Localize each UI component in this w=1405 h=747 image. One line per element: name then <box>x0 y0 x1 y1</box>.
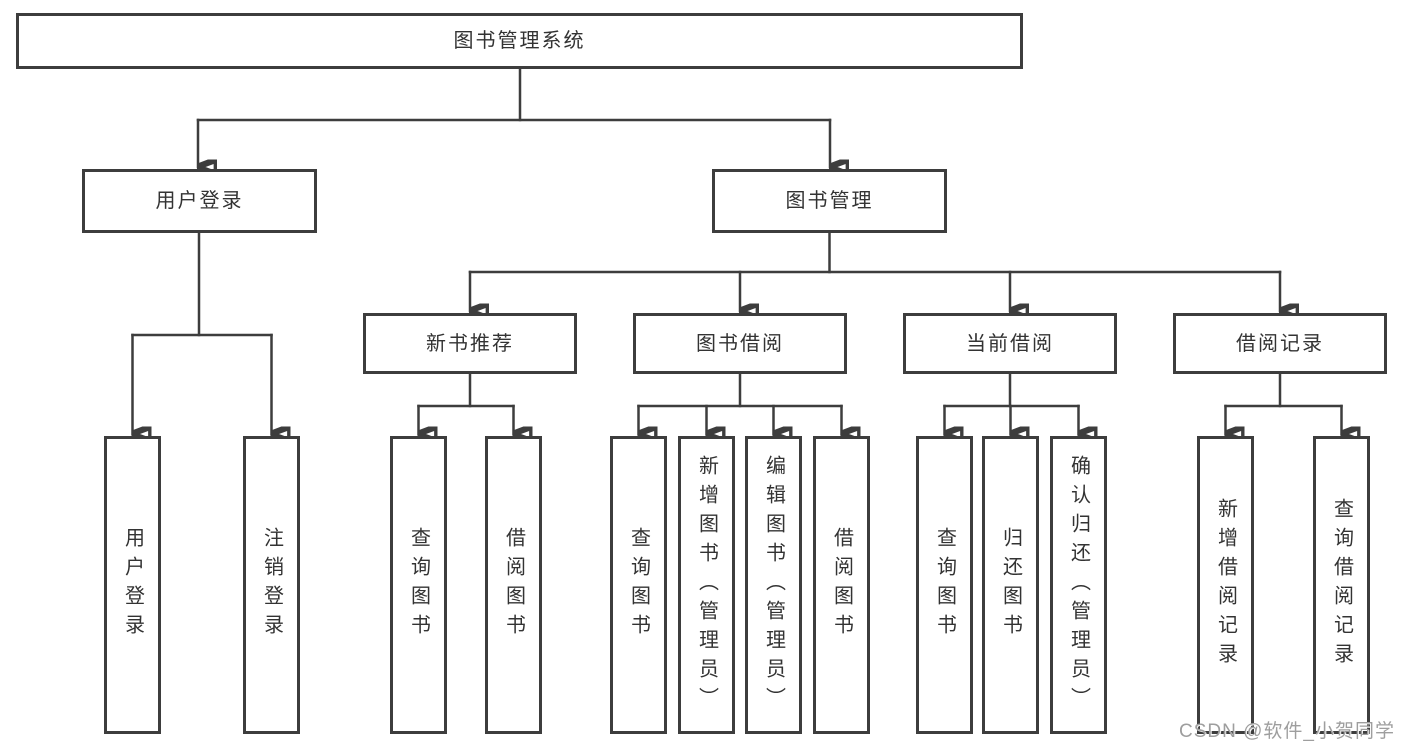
edge-user-login-to-leaves <box>131 231 272 434</box>
edge-borrow-to-leaves <box>637 372 842 434</box>
node-user-login: 用户登录 <box>82 169 317 233</box>
edge-current-to-leaves <box>943 372 1079 434</box>
edge-root-to-level2 <box>196 67 830 167</box>
leaf-current-confirm-return-admin: 确认归还（管理员） <box>1050 436 1107 734</box>
edge-records-to-leaves <box>1224 372 1342 434</box>
edge-book-mgmt-to-level3 <box>468 231 1280 311</box>
leaf-borrow-edit-book-admin: 编辑图书（管理员） <box>745 436 802 734</box>
leaf-borrow-query-book: 查询图书 <box>610 436 667 734</box>
leaf-rec-borrow-book: 借阅图书 <box>485 436 542 734</box>
node-root-system: 图书管理系统 <box>16 13 1023 69</box>
node-borrow-records: 借阅记录 <box>1173 313 1387 374</box>
leaf-logout: 注销登录 <box>243 436 300 734</box>
leaf-user-login: 用户登录 <box>104 436 161 734</box>
leaf-rec-query-book: 查询图书 <box>390 436 447 734</box>
leaf-records-add-record: 新增借阅记录 <box>1197 436 1254 734</box>
edge-new-books-to-leaves <box>417 372 514 434</box>
node-book-management: 图书管理 <box>712 169 947 233</box>
node-new-book-recommend: 新书推荐 <box>363 313 577 374</box>
leaf-records-query-record: 查询借阅记录 <box>1313 436 1370 734</box>
leaf-current-return-book: 归还图书 <box>982 436 1039 734</box>
leaf-current-query-book: 查询图书 <box>916 436 973 734</box>
node-current-borrow: 当前借阅 <box>903 313 1117 374</box>
csdn-watermark: CSDN @软件_小贺同学 <box>1179 721 1395 742</box>
leaf-borrow-borrow-book: 借阅图书 <box>813 436 870 734</box>
node-book-borrow: 图书借阅 <box>633 313 847 374</box>
leaf-borrow-add-book-admin: 新增图书（管理员） <box>678 436 735 734</box>
